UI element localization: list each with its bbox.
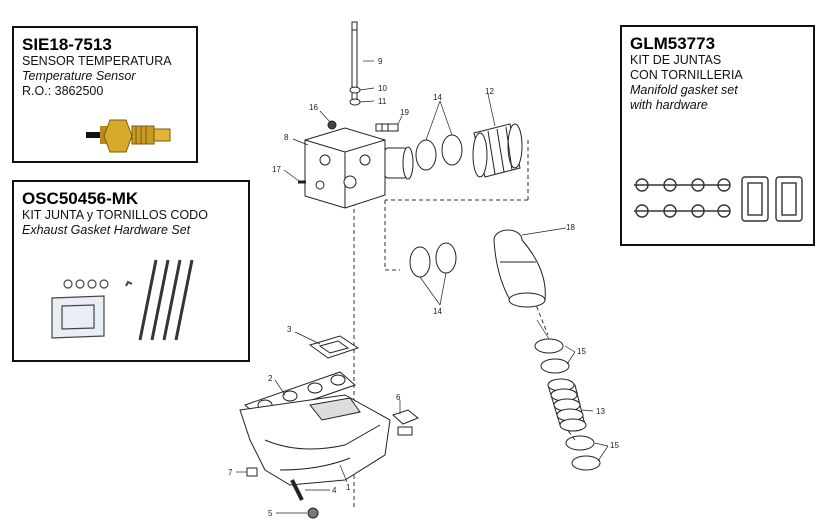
part-4-bolt — [290, 479, 304, 501]
part-6-bracket — [392, 409, 419, 436]
manifold-kit-product-box: GLM53773 KIT DE JUNTAS CON TORNILLERIA M… — [620, 25, 815, 246]
manifold-kit-name-es-1: KIT DE JUNTAS — [630, 53, 722, 67]
part-15-upper-clamps — [534, 338, 570, 374]
part-11-washer — [349, 98, 361, 106]
callout-9: 9 — [378, 57, 383, 66]
sensor-ref: R.O.: 3862500 — [22, 84, 104, 98]
sensor-product-box: SIE18-7513 SENSOR TEMPERATURA Temperatur… — [12, 26, 198, 163]
callout-17: 17 — [272, 165, 281, 174]
callout-6: 6 — [396, 393, 401, 402]
callout-1: 1 — [346, 483, 351, 492]
manifold-kit-image — [634, 176, 803, 222]
part-13-bellows — [547, 378, 587, 432]
manifold-kit-name-en-2: with hardware — [630, 98, 708, 112]
callout-5: 5 — [268, 509, 273, 518]
callout-12: 12 — [485, 87, 494, 96]
part-10-washer — [349, 86, 361, 94]
callout-11: 11 — [378, 97, 387, 106]
callout-8: 8 — [284, 133, 289, 142]
callout-10: 10 — [378, 84, 387, 93]
callout-7: 7 — [228, 468, 233, 477]
sensor-name-es: SENSOR TEMPERATURA — [22, 54, 172, 68]
sensor-name-en: Temperature Sensor — [22, 69, 136, 83]
part-12-hose — [472, 123, 523, 178]
manifold-kit-name-en-1: Manifold gasket set — [630, 83, 738, 97]
part-19-sensor — [375, 123, 399, 132]
part-3-gasket — [308, 335, 360, 359]
part-7-fitting — [246, 467, 258, 477]
part-15-lower-clamps — [565, 435, 601, 471]
part-1-exhaust-manifold — [239, 394, 391, 486]
part-8-riser — [304, 127, 414, 209]
callout-16: 16 — [309, 103, 318, 112]
callout-13: 13 — [596, 407, 605, 416]
part-18-exhaust-elbow — [493, 229, 546, 308]
callout-3: 3 — [287, 325, 292, 334]
callout-15-upper: 15 — [577, 347, 586, 356]
callout-15-lower: 15 — [610, 441, 619, 450]
part-16-nut — [327, 120, 337, 130]
callout-numbers: 9 10 11 16 19 8 17 14 12 18 14 3 2 6 1 4… — [228, 57, 619, 518]
elbow-kit-product-code: OSC50456-MK — [22, 189, 139, 208]
elbow-kit-name-en: Exhaust Gasket Hardware Set — [22, 223, 191, 237]
alignment-lines — [353, 140, 576, 510]
callout-14-upper: 14 — [433, 93, 442, 102]
part-14-lower-clamps — [409, 242, 457, 278]
manifold-kit-name-es-2: CON TORNILLERIA — [630, 68, 743, 82]
sensor-product-code: SIE18-7513 — [22, 35, 112, 54]
elbow-kit-product-box: OSC50456-MK KIT JUNTA y TORNILLOS CODO E… — [12, 180, 250, 362]
manifold-kit-product-code: GLM53773 — [630, 34, 716, 53]
temperature-sensor-image — [86, 119, 171, 153]
callout-18: 18 — [566, 223, 575, 232]
callout-14-lower: 14 — [433, 307, 442, 316]
callout-4: 4 — [332, 486, 337, 495]
part-14-upper-clamps — [415, 134, 463, 171]
elbow-kit-image — [51, 259, 194, 341]
callout-2: 2 — [268, 374, 273, 383]
elbow-kit-name-es: KIT JUNTA y TORNILLOS CODO — [22, 208, 208, 222]
part-5-nut — [307, 507, 319, 519]
leader-lines — [236, 60, 609, 514]
callout-19: 19 — [400, 108, 409, 117]
